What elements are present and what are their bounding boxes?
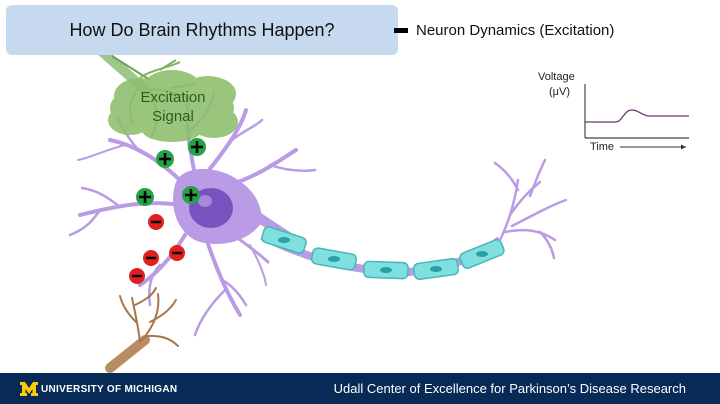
- cloud-label: Excitation Signal: [118, 88, 228, 126]
- negative-ion: [129, 268, 145, 284]
- umich-logo: UNIVERSITY OF MICHIGAN: [20, 381, 177, 397]
- voltage-plot: [584, 84, 689, 150]
- negative-ion: [143, 250, 159, 266]
- plot-xlabel: Time: [590, 141, 615, 153]
- negative-ion: [148, 214, 164, 230]
- cloud-label-line2: Signal: [152, 108, 194, 125]
- block-m-icon: [20, 382, 38, 396]
- university-name: UNIVERSITY OF MICHIGAN: [41, 383, 178, 395]
- voltage-trace: [585, 109, 689, 123]
- negative-ions: [129, 214, 185, 284]
- positive-ion: [182, 186, 200, 204]
- bullet-dash: [394, 28, 408, 33]
- axon: [260, 226, 505, 281]
- title-box: How Do Brain Rhythms Happen?: [6, 5, 398, 55]
- positive-ion: [188, 138, 206, 156]
- plot-ylabel-line2: (μV): [549, 86, 571, 98]
- inhibitory-axon: [105, 287, 179, 373]
- udall-center-name: Udall Center of Excellence for Parkinson…: [333, 381, 686, 396]
- neuron-illustration: [68, 45, 689, 373]
- positive-ion: [136, 188, 154, 206]
- positive-ions: [136, 138, 206, 206]
- plot-ylabel-line1: Voltage: [538, 71, 575, 83]
- slide-title: How Do Brain Rhythms Happen?: [69, 19, 335, 40]
- negative-ion: [169, 245, 185, 261]
- positive-ion: [156, 150, 174, 168]
- cloud-label-line1: Excitation: [140, 89, 206, 106]
- axon-terminals: [493, 158, 568, 260]
- excitation-cloud: [108, 70, 238, 142]
- slide-subtitle: Neuron Dynamics (Excitation): [416, 22, 615, 39]
- footer-bar: UNIVERSITY OF MICHIGAN Udall Center of E…: [0, 373, 720, 404]
